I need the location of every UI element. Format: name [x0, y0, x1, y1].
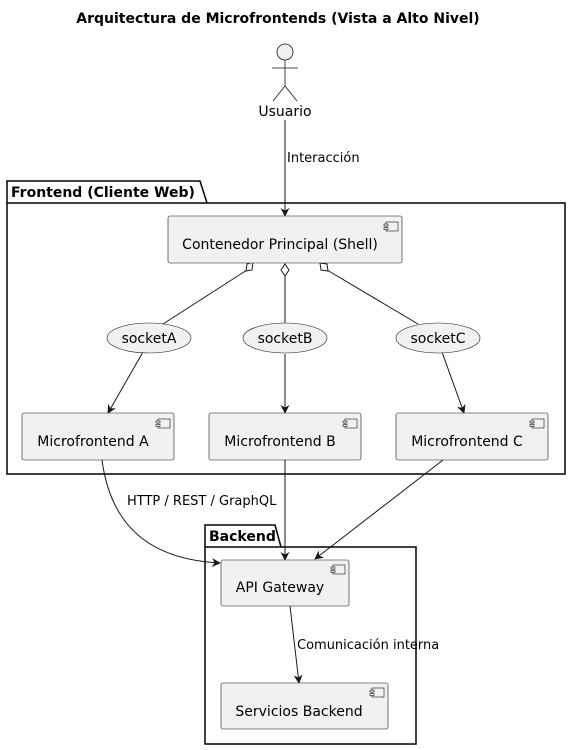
component-icon [383, 221, 399, 232]
component-icon [330, 564, 346, 575]
component-servicios-backend: Servicios Backend [220, 682, 389, 730]
diagram-title: Arquitectura de Microfrontends (Vista a … [76, 11, 479, 27]
edge-label-internal: Comunicación interna [297, 638, 439, 653]
backend-package: Backend [204, 524, 417, 745]
aggregation-diamond-icon [245, 261, 254, 272]
frontend-package-label: Frontend (Cliente Web) [11, 185, 195, 201]
edge-mfeC-gateway [314, 459, 444, 560]
component-servicios-backend-label: Servicios Backend [235, 704, 362, 720]
edge-label-http: HTTP / REST / GraphQL [127, 494, 277, 509]
frontend-package: Frontend (Cliente Web) [6, 180, 566, 475]
edge-gateway-services [289, 605, 303, 684]
component-mfe-b-label: Microfrontend B [224, 434, 335, 450]
aggregation-diamond-icon [319, 262, 329, 272]
component-icon [529, 418, 545, 429]
component-api-gateway-label: API Gateway [236, 580, 324, 596]
socket-a: socketA [106, 322, 192, 354]
component-api-gateway: API Gateway [220, 559, 350, 607]
edges: Interacción HTTP / REST / GraphQL Comuni… [101, 120, 466, 684]
edge-shell-socketA [162, 269, 248, 325]
component-shell: Contenedor Principal (Shell) [167, 215, 403, 264]
component-icon [155, 418, 171, 429]
socket-c: socketC [395, 322, 481, 354]
edge-mfeA-gateway [101, 459, 221, 568]
component-shell-label: Contenedor Principal (Shell) [182, 237, 378, 253]
actor-label: Usuario [258, 104, 311, 120]
socket-a-label: socketA [122, 331, 177, 347]
user-actor: Usuario [258, 43, 312, 120]
edge-shell-socketC [326, 269, 419, 325]
socket-b-label: socketB [258, 331, 313, 347]
edge-socketC-mfeC [441, 351, 466, 414]
edge-socketA-mfeA [107, 351, 144, 414]
component-mfe-a: Microfrontend A [21, 412, 175, 461]
actor-head-icon [276, 43, 294, 61]
socket-c-label: socketC [410, 331, 465, 347]
component-icon [342, 418, 358, 429]
socket-b: socketB [242, 322, 328, 354]
component-mfe-a-label: Microfrontend A [37, 434, 149, 450]
component-icon [369, 687, 385, 698]
component-mfe-c-label: Microfrontend C [411, 434, 523, 450]
edge-label-interaction: Interacción [287, 151, 360, 166]
backend-package-label: Backend [209, 529, 276, 545]
aggregation-diamond-icon [280, 263, 290, 277]
component-mfe-b: Microfrontend B [208, 412, 362, 461]
component-mfe-c: Microfrontend C [395, 412, 549, 461]
